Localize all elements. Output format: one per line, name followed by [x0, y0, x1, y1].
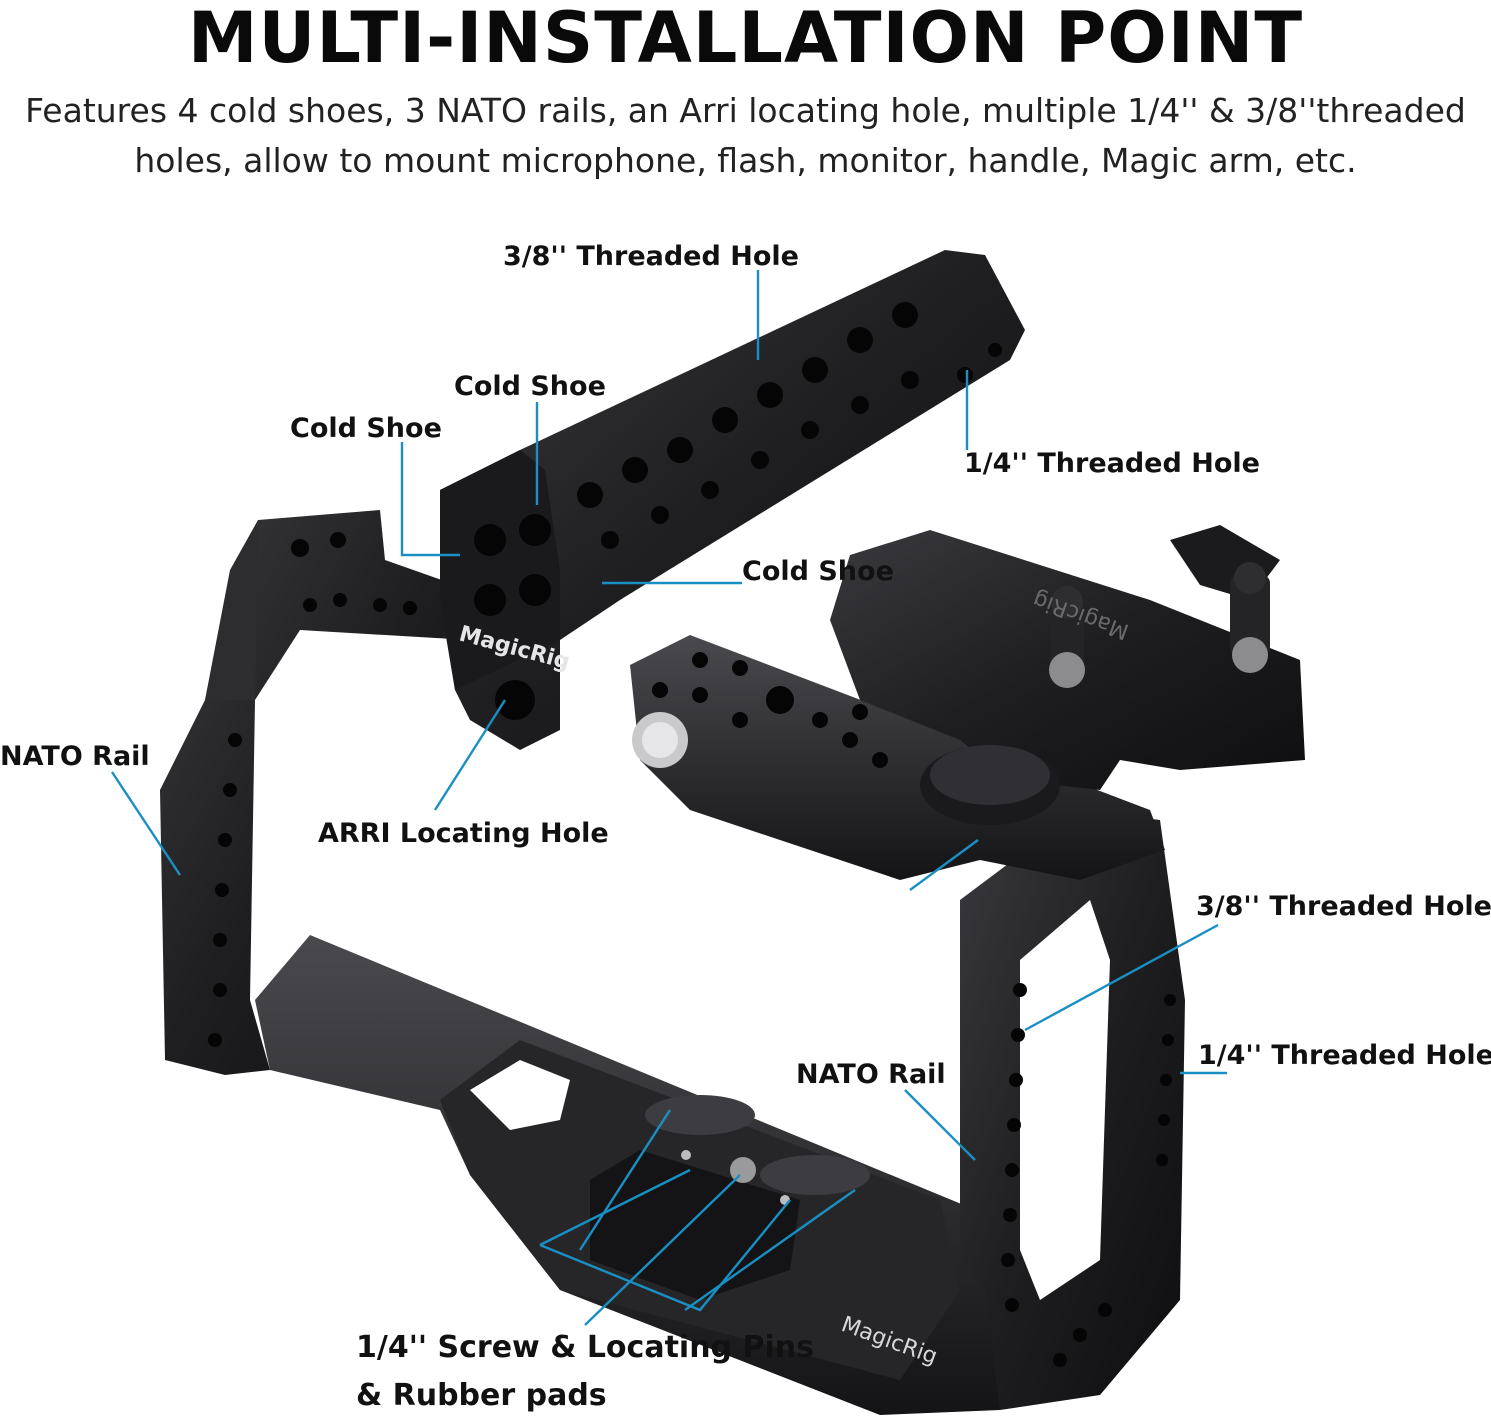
leader-nato-rail-bottom: [904, 1089, 976, 1161]
leader-pin-2: [539, 1168, 691, 1247]
callout-threaded-14-right: 1/4'' Threaded Hole: [1198, 1040, 1491, 1071]
leader-cold-shoe-left: [400, 442, 460, 557]
leader-nato-rail-top: [909, 839, 979, 891]
leader-lines: [110, 270, 1227, 1326]
callout-cold-shoe-top: Cold Shoe: [454, 371, 606, 402]
leader-nato-rail-left: [110, 771, 182, 876]
leader-arri-hole: [433, 699, 507, 811]
leader-threaded-38-right: [1024, 923, 1219, 1032]
callout-nato-rail-left: NATO Rail: [0, 741, 150, 772]
cage-left-frame: [160, 510, 470, 1075]
callout-threaded-38-right: 3/8'' Threaded Hole: [1196, 891, 1491, 922]
leader-pin-1: [578, 1109, 672, 1251]
top-handle: MagicRig: [440, 250, 1025, 750]
subtitle-line-2: holes, allow to mount microphone, flash,…: [134, 141, 1357, 180]
cage-top-plate: [630, 635, 1165, 880]
page-subtitle: Features 4 cold shoes, 3 NATO rails, an …: [0, 86, 1491, 186]
leader-rubber-pad: [684, 1189, 856, 1311]
callout-screw-pins-line-2: & Rubber pads: [356, 1378, 607, 1413]
callout-cold-shoe-right: Cold Shoe: [742, 556, 894, 587]
leader-screw: [584, 1174, 741, 1326]
leader-pin-3: [539, 1199, 791, 1312]
monitor-clamp: MagicRig: [830, 525, 1305, 825]
callout-top-threaded-38: 3/8'' Threaded Hole: [503, 241, 799, 272]
callout-nato-rail-bottom: NATO Rail: [796, 1059, 946, 1090]
callout-cold-shoe-left: Cold Shoe: [290, 413, 442, 444]
callout-arri-hole: ARRI Locating Hole: [318, 818, 609, 849]
callout-screw-pins-line-1: 1/4'' Screw & Locating Pins: [356, 1330, 814, 1365]
cage-right-frame: [960, 810, 1185, 1410]
callout-threaded-14-top: 1/4'' Threaded Hole: [964, 448, 1260, 479]
page-title: MULTI-INSTALLATION POINT: [187, 0, 1304, 79]
subtitle-line-1: Features 4 cold shoes, 3 NATO rails, an …: [25, 91, 1466, 130]
